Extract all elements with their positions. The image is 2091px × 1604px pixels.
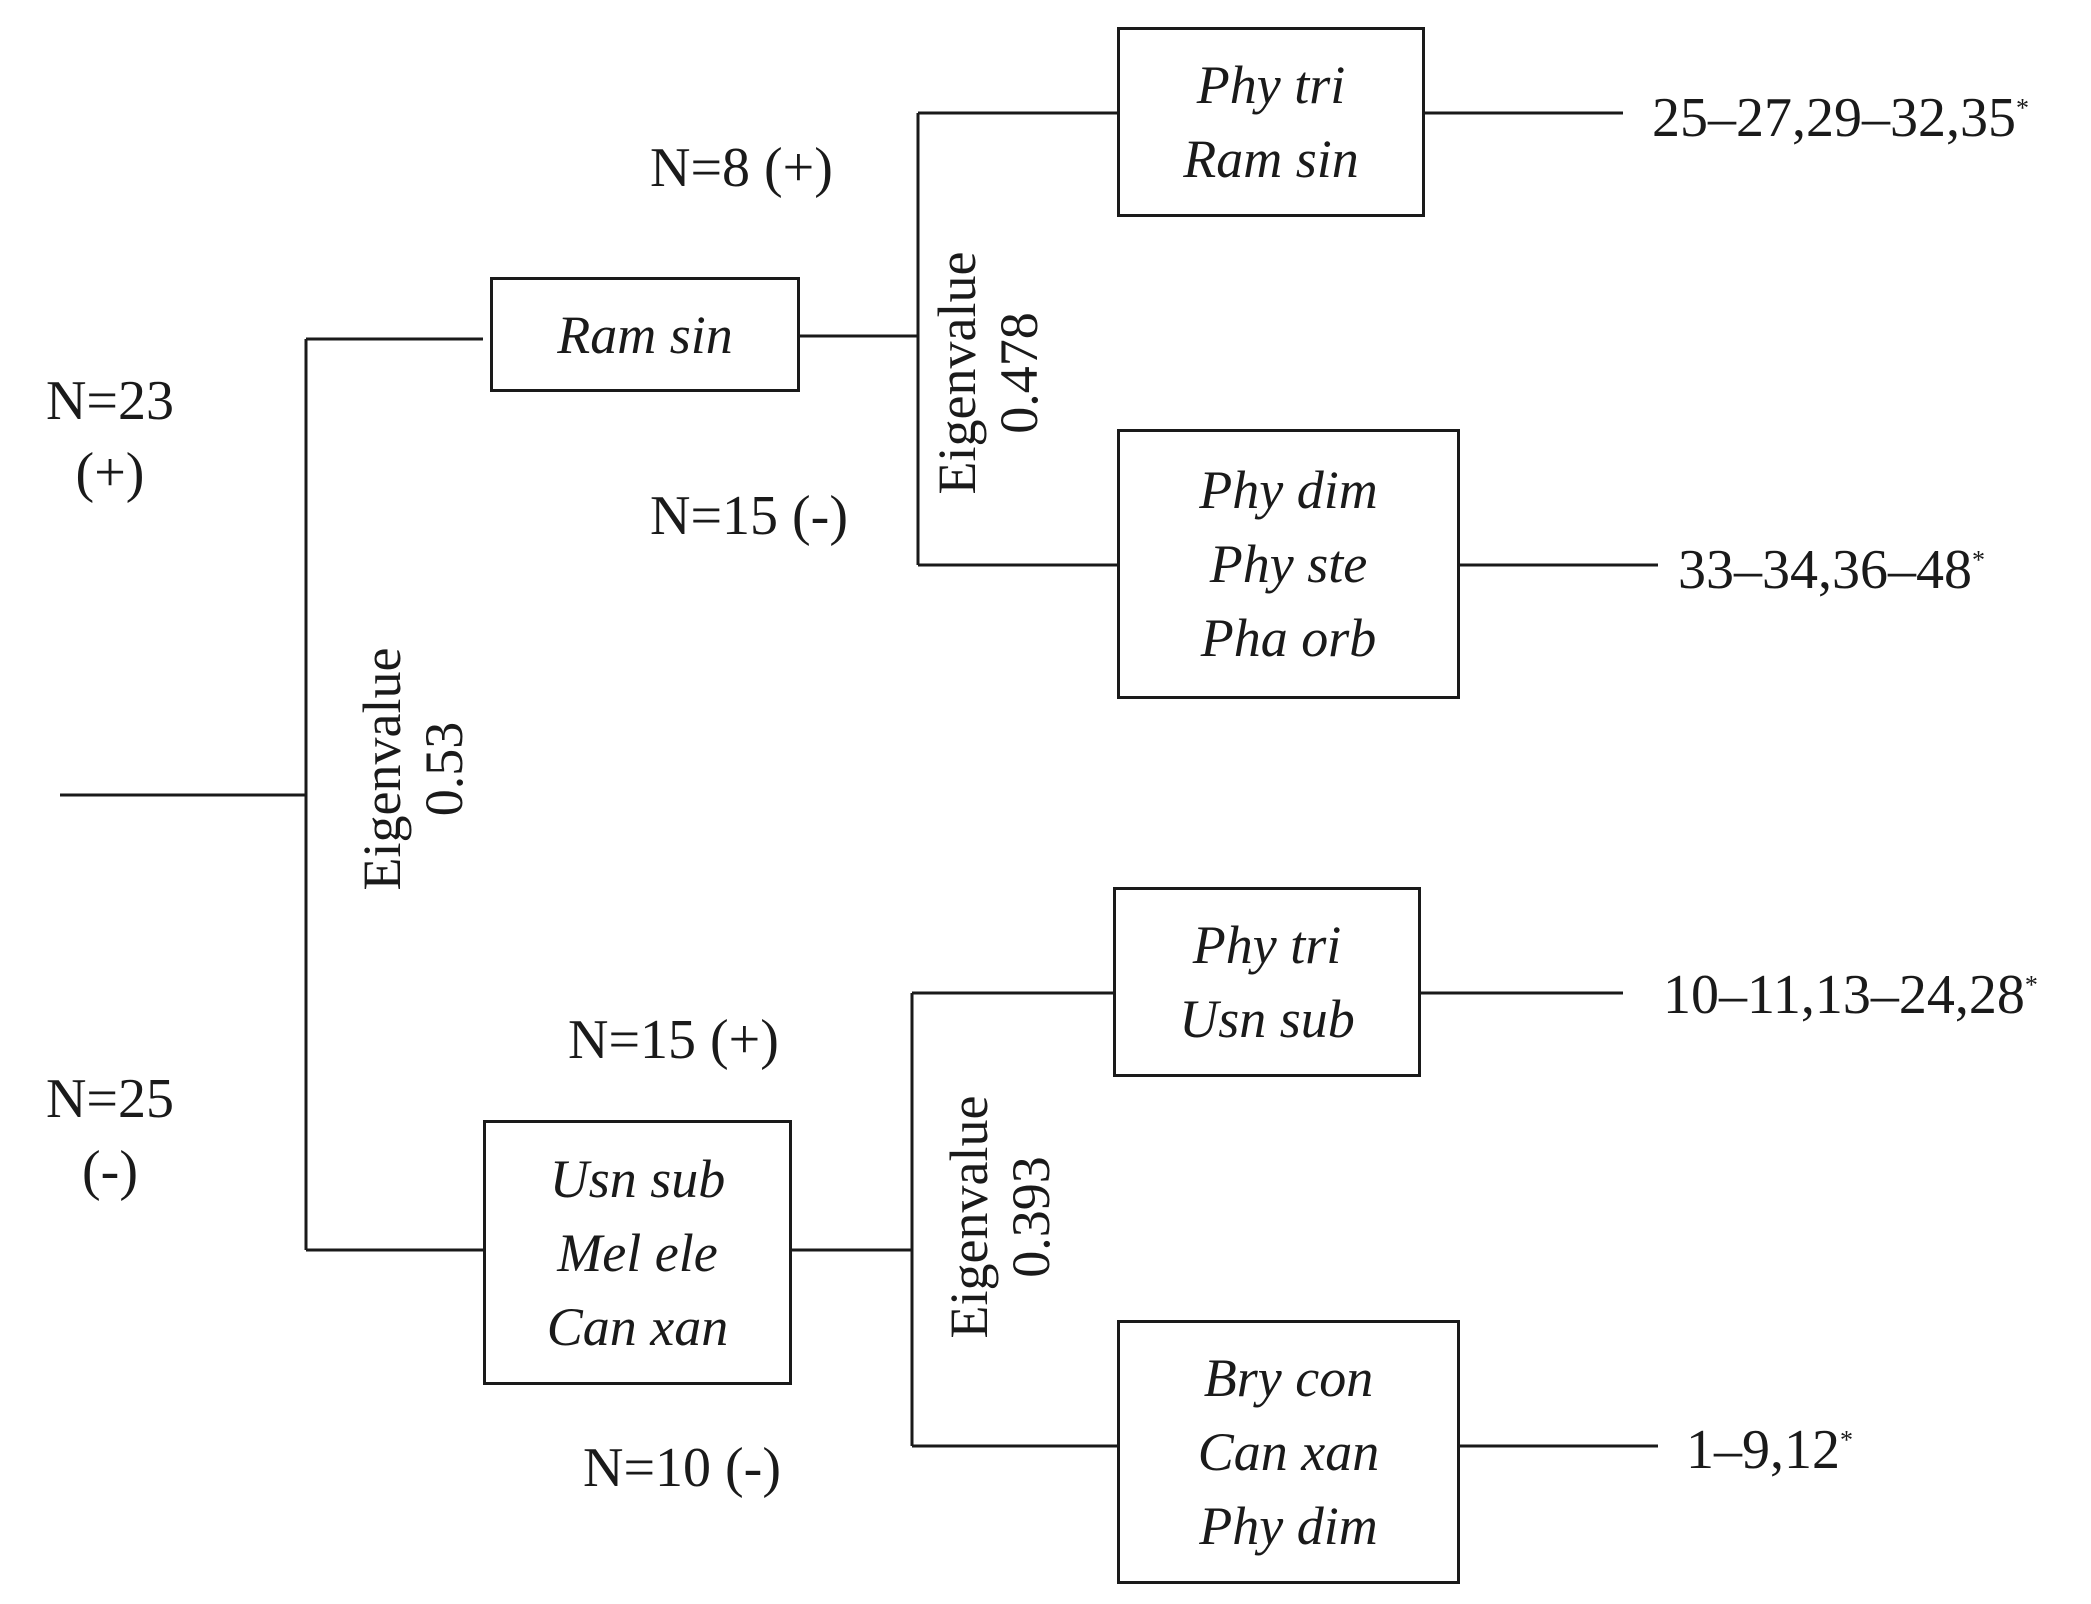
lower-negative-samples-text: 1–9,12 <box>1686 1419 1840 1481</box>
upper-negative-species-2: Phy ste <box>1209 534 1368 594</box>
lower-node-species-2: Mel ele <box>557 1222 718 1283</box>
root-positive-label: N=23 (+) <box>35 373 185 501</box>
root-eigenvalue: Eigenvalue 0.53 <box>351 609 475 929</box>
upper-negative-species-3: Pha orb <box>1200 608 1377 668</box>
upper-eigenvalue: Eigenvalue 0.478 <box>926 213 1050 533</box>
upper-negative-samples: 33–34,36–48* <box>1678 542 1985 598</box>
lower-node-species-3: Can xan <box>546 1296 729 1357</box>
lower-negative-species-1: Bry con <box>1203 1348 1374 1408</box>
root-positive-n: N=23 <box>45 370 175 432</box>
upper-positive-samples-text: 25–27,29–32,35 <box>1652 87 2016 149</box>
lower-positive-label: N=15 (+) <box>568 1009 779 1071</box>
lower-positive-samples-text: 10–11,13–24,28 <box>1663 964 2025 1026</box>
lower-negative-node: Bry con Can xan Phy dim <box>1117 1320 1460 1584</box>
upper-positive-node: Phy tri Ram sin <box>1117 27 1425 217</box>
lower-eigenvalue-label: Eigenvalue <box>939 1095 999 1339</box>
upper-negative-label: N=15 (-) <box>650 485 848 547</box>
root-negative-label: N=25 (-) <box>35 1071 185 1199</box>
root-negative-n: N=25 <box>45 1068 175 1130</box>
upper-negative-species-1: Phy dim <box>1199 460 1378 520</box>
upper-positive-samples: 25–27,29–32,35* <box>1652 90 2029 146</box>
lower-negative-label: N=10 (-) <box>583 1437 781 1499</box>
lower-eigenvalue-value: 0.393 <box>1001 1156 1061 1278</box>
lower-node-species-1: Usn sub <box>549 1148 726 1209</box>
upper-positive-asterisk: * <box>2016 93 2029 123</box>
upper-node: Ram sin <box>490 277 800 392</box>
upper-eigenvalue-label: Eigenvalue <box>927 251 987 495</box>
lower-negative-species-3: Phy dim <box>1199 1496 1378 1556</box>
lower-positive-species-2: Usn sub <box>1179 989 1355 1049</box>
upper-negative-node: Phy dim Phy ste Pha orb <box>1117 429 1460 699</box>
upper-positive-label: N=8 (+) <box>650 137 833 199</box>
upper-negative-asterisk: * <box>1972 545 1985 575</box>
lower-positive-samples: 10–11,13–24,28* <box>1663 967 2038 1023</box>
root-eigenvalue-label: Eigenvalue <box>352 647 412 891</box>
root-positive-sign: (+) <box>75 442 145 504</box>
upper-eigenvalue-value: 0.478 <box>989 312 1049 434</box>
root-eigenvalue-value: 0.53 <box>414 721 474 817</box>
root-negative-sign: (-) <box>82 1140 138 1202</box>
lower-positive-species-1: Phy tri <box>1192 915 1342 975</box>
upper-positive-species-1: Phy tri <box>1196 55 1346 115</box>
lower-node: Usn sub Mel ele Can xan <box>483 1120 792 1385</box>
lower-positive-asterisk: * <box>2024 970 2038 1000</box>
lower-negative-species-2: Can xan <box>1197 1422 1380 1482</box>
upper-positive-species-2: Ram sin <box>1183 129 1359 189</box>
upper-negative-samples-text: 33–34,36–48 <box>1678 539 1972 601</box>
lower-negative-asterisk: * <box>1840 1425 1853 1455</box>
lower-positive-node: Phy tri Usn sub <box>1113 887 1421 1077</box>
lower-negative-samples: 1–9,12* <box>1686 1422 1853 1478</box>
lower-eigenvalue: Eigenvalue 0.393 <box>938 1057 1062 1377</box>
upper-node-species-1: Ram sin <box>557 304 733 365</box>
